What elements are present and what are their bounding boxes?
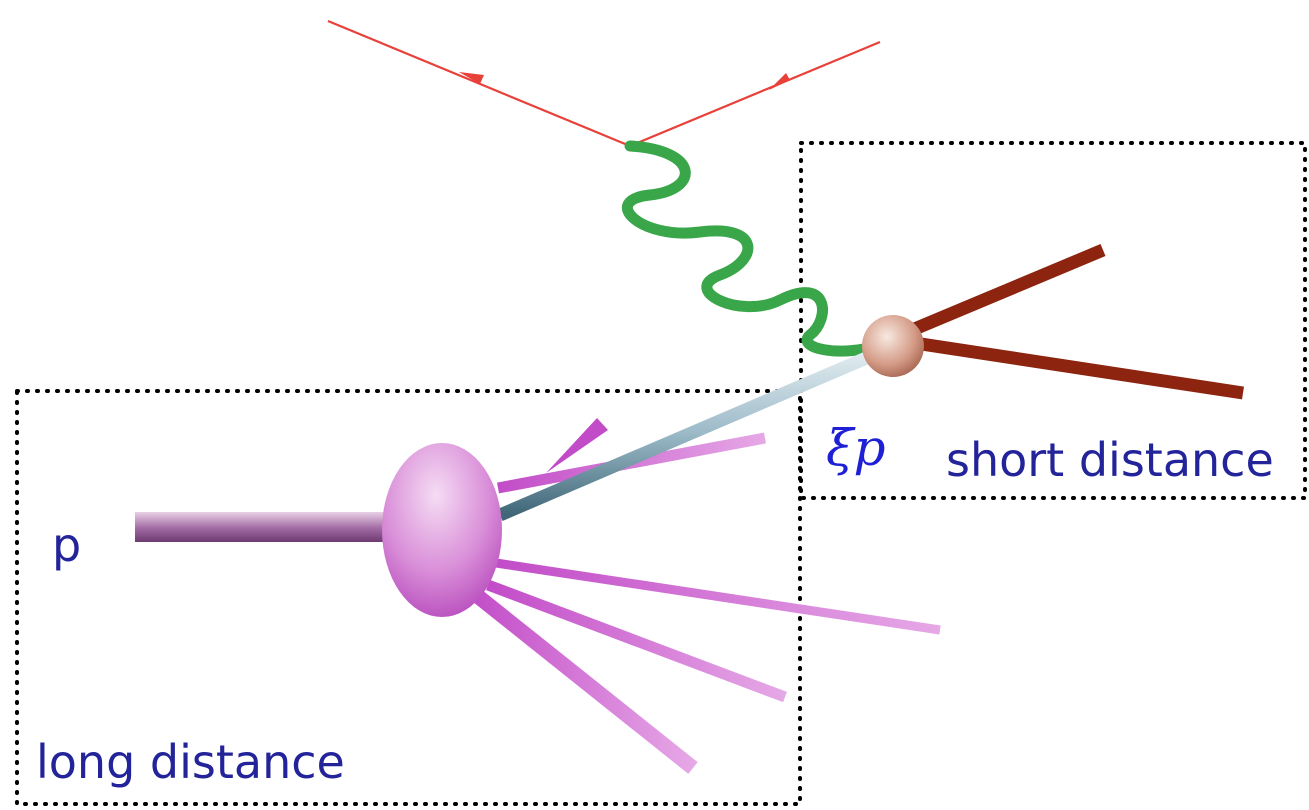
outgoing-lepton-line: [629, 40, 881, 148]
spectator-jet-1: [495, 558, 941, 635]
spectator-jet-fragment: [546, 418, 608, 473]
proton-label: p: [52, 518, 81, 572]
long-distance-label: long distance: [36, 735, 345, 789]
long-distance-region: [15, 389, 802, 806]
outgoing-lepton-arrow-icon: [769, 73, 790, 90]
short-distance-region: [799, 141, 1307, 500]
interaction-vertex-icon: [862, 315, 924, 377]
struck-parton-line: [497, 344, 888, 521]
incoming-lepton-line: [327, 19, 631, 148]
spectator-jet-3: [465, 584, 698, 774]
outgoing-jet-upper: [890, 244, 1106, 344]
spectator-jet-2: [486, 579, 787, 703]
outgoing-jet-lower: [894, 333, 1244, 400]
virtual-photon-line: [621, 140, 886, 357]
proton-blob-icon: [382, 443, 502, 617]
short-distance-label: short distance: [946, 433, 1274, 487]
incoming-lepton-arrow-icon: [459, 72, 484, 84]
incoming-proton-line: [135, 512, 395, 542]
momentum-fraction-label: ξp: [826, 419, 886, 477]
